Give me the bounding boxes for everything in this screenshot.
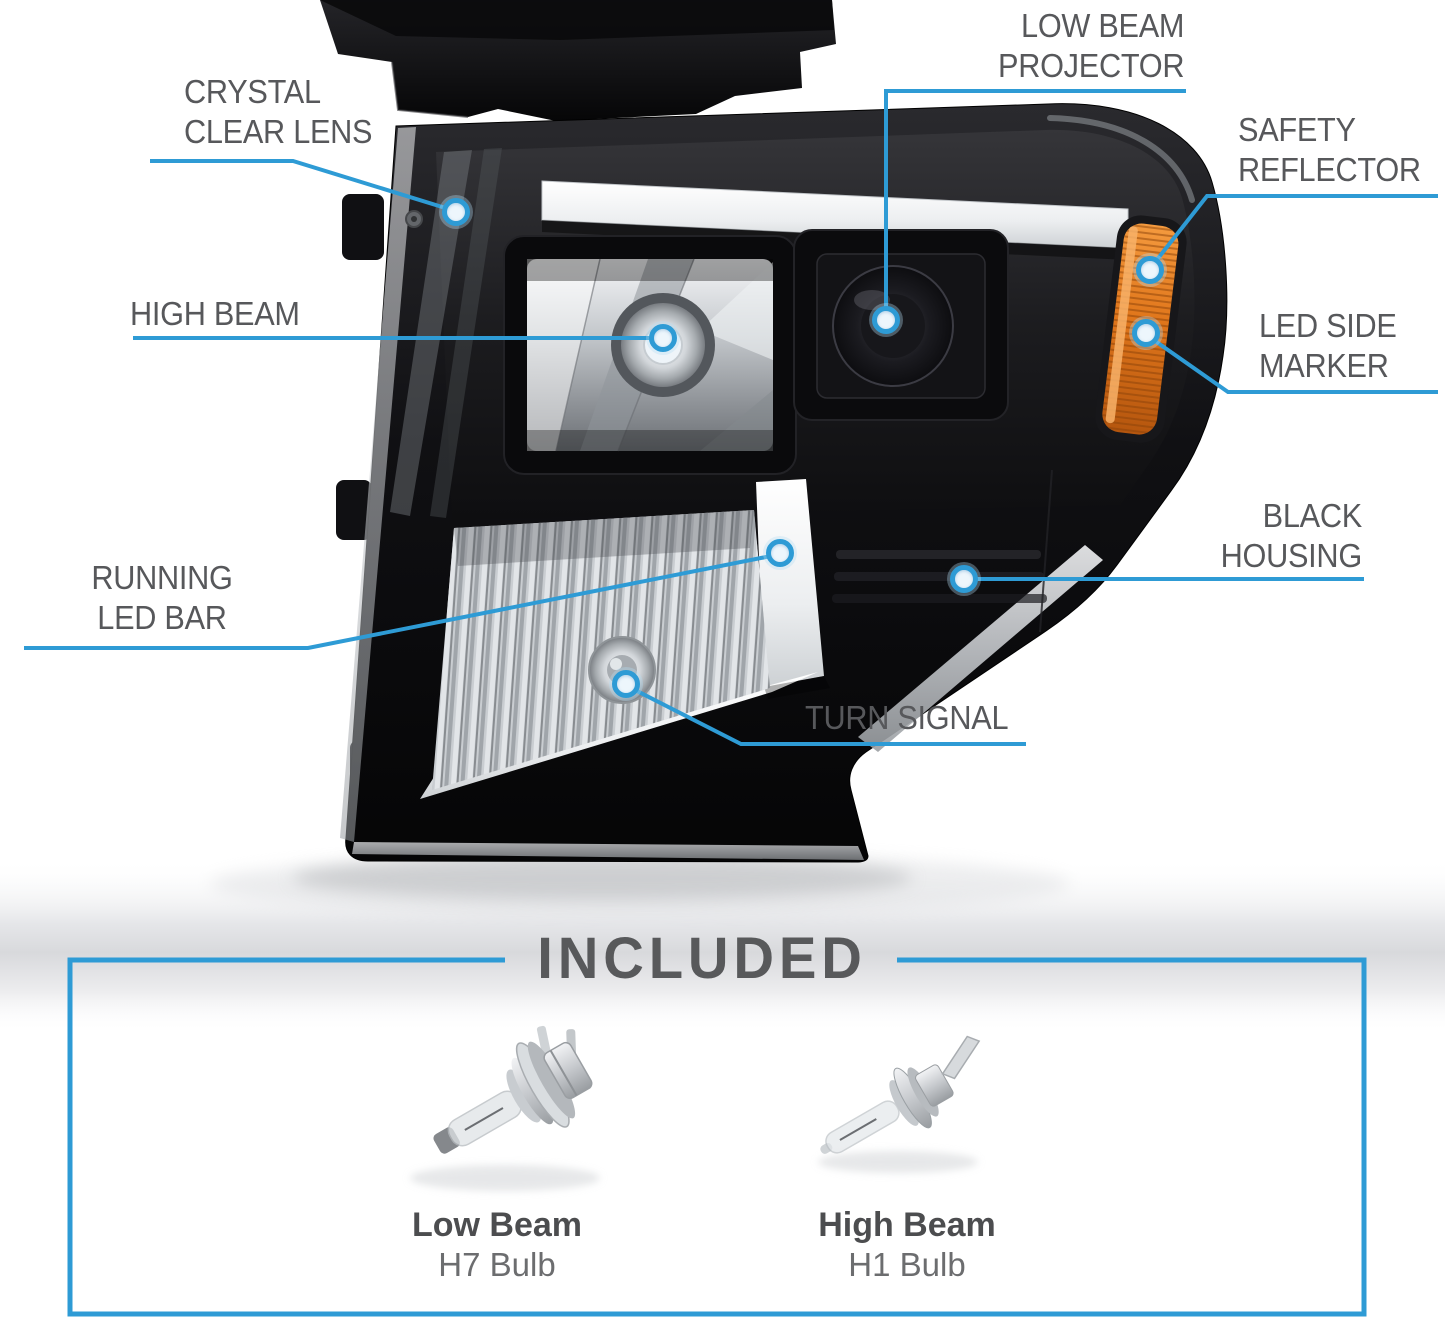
callout-dot-crystal-clear-lens — [442, 198, 470, 226]
callout-dot-led-side-marker — [1132, 319, 1160, 347]
bulb-shadows — [410, 1151, 978, 1191]
callout-dot-low-beam-projector — [872, 306, 900, 334]
callout-line-led-side-marker — [1146, 334, 1438, 394]
bulb-type-h1: H1 Bulb — [848, 1246, 966, 1283]
floor-shadow — [210, 854, 1070, 914]
callout-label-crystal-clear-lens: CRYSTAL CLEAR LENS — [184, 73, 373, 150]
callout-label-black-housing: BLACK HOUSING — [1220, 497, 1363, 574]
callout-line-running-led-bar — [24, 553, 777, 650]
callout-dot-black-housing — [950, 565, 978, 593]
callout-lines — [24, 89, 1438, 746]
included-title: INCLUDED — [537, 926, 867, 991]
callout-dot-safety-reflector — [1136, 256, 1164, 284]
mounting-bracket — [320, 0, 836, 121]
callout-label-running-led-bar: RUNNING LED BAR — [91, 559, 233, 636]
included-item-high-beam: High Beam H1 Bulb — [797, 1204, 1017, 1284]
callout-line-crystal-clear-lens — [150, 159, 453, 212]
bulb-type-h7: H7 Bulb — [438, 1246, 556, 1283]
callout-dot-running-led-bar — [766, 539, 794, 567]
callout-label-low-beam-projector: LOW BEAM PROJECTOR — [997, 7, 1184, 84]
callout-line-low-beam-projector — [884, 89, 1186, 316]
callout-label-safety-reflector: SAFETY REFLECTOR — [1238, 111, 1421, 188]
bulb-name-low-beam: Low Beam — [411, 1206, 583, 1244]
bulb-name-high-beam: High Beam — [818, 1206, 996, 1244]
included-box-border — [67, 957, 1367, 1317]
led-bar-vertical — [420, 479, 830, 799]
high-beam-reflector — [405, 210, 797, 475]
turn-signal-lens — [432, 510, 770, 790]
callout-label-led-side-marker: LED SIDE MARKER — [1259, 307, 1397, 384]
h1-bulb-image — [820, 1035, 981, 1154]
callout-label-turn-signal: TURN SIGNAL — [805, 699, 1009, 736]
callout-label-high-beam: HIGH BEAM — [130, 295, 300, 332]
low-beam-projector-lens — [793, 229, 1009, 421]
callout-line-turn-signal — [628, 685, 1026, 746]
included-item-low-beam: Low Beam H7 Bulb — [387, 1204, 607, 1284]
callout-dot-turn-signal — [612, 670, 640, 698]
housing-ribs — [832, 469, 1053, 633]
callout-line-safety-reflector — [1150, 194, 1438, 268]
callout-dot-high-beam — [649, 324, 677, 352]
h7-bulb-image — [433, 1025, 593, 1154]
